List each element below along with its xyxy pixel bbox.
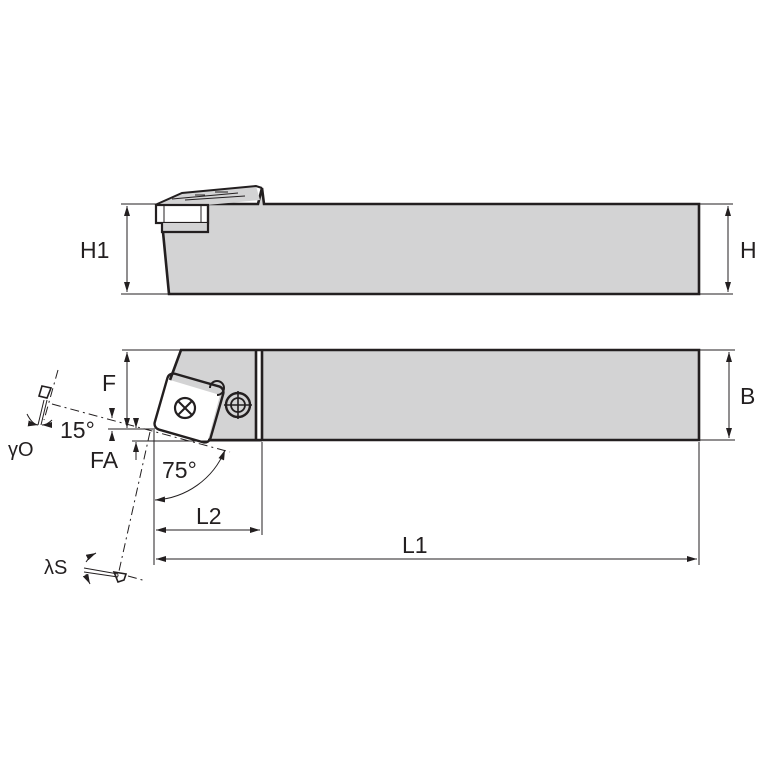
top-shank-body xyxy=(262,350,699,440)
inclination-angle-symbol: λS xyxy=(44,552,147,585)
top-view: F B FA 15° 75° L2 L1 xyxy=(43,348,755,581)
clamp-top-outline xyxy=(154,184,263,206)
dim-label-h: H xyxy=(740,237,757,263)
dim-label-fa: FA xyxy=(90,447,119,473)
angle-label-gamma-o: γO xyxy=(8,439,34,461)
dim-label-b: B xyxy=(740,383,755,409)
side-shank-body xyxy=(163,188,699,294)
insert-screw-icon xyxy=(173,396,197,420)
dim-label-l1: L1 xyxy=(402,532,428,558)
dim-label-l2: L2 xyxy=(196,503,222,529)
dim-label-f: F xyxy=(102,370,116,396)
side-view: H1 H xyxy=(80,184,757,296)
clamp-screw-icon xyxy=(224,391,252,419)
angle-label-75: 75° xyxy=(162,457,197,483)
locating-pin xyxy=(209,380,225,396)
dim-label-h1: H1 xyxy=(80,237,109,263)
angle-label-15: 15° xyxy=(60,417,95,443)
angle-label-lambda-s: λS xyxy=(44,557,67,579)
insert-seat-side xyxy=(162,223,208,232)
insert-top xyxy=(153,372,225,444)
rake-angle-symbol: γO xyxy=(8,385,53,461)
side-shank-outline xyxy=(161,187,701,296)
